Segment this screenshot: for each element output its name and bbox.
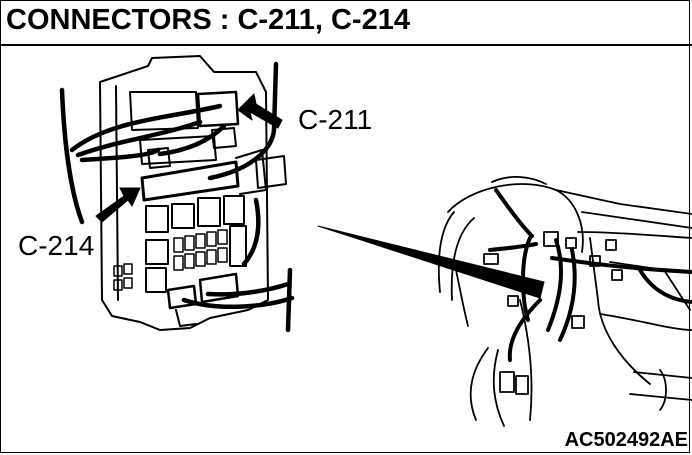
c211-label: C-211 <box>298 104 373 135</box>
figure-code: AC502492AE <box>564 429 688 451</box>
c211-arrow <box>237 93 283 129</box>
c214-arrow <box>95 187 141 223</box>
location-pointer <box>317 225 545 299</box>
wire-harness-vehicle <box>488 188 692 362</box>
wire-harness-left <box>59 61 295 333</box>
diagram-title: CONNECTORS : C-211, C-214 <box>6 4 410 36</box>
vehicle-dashboard <box>437 176 692 427</box>
title-divider <box>0 44 692 46</box>
c214-label: C-214 <box>18 230 95 261</box>
